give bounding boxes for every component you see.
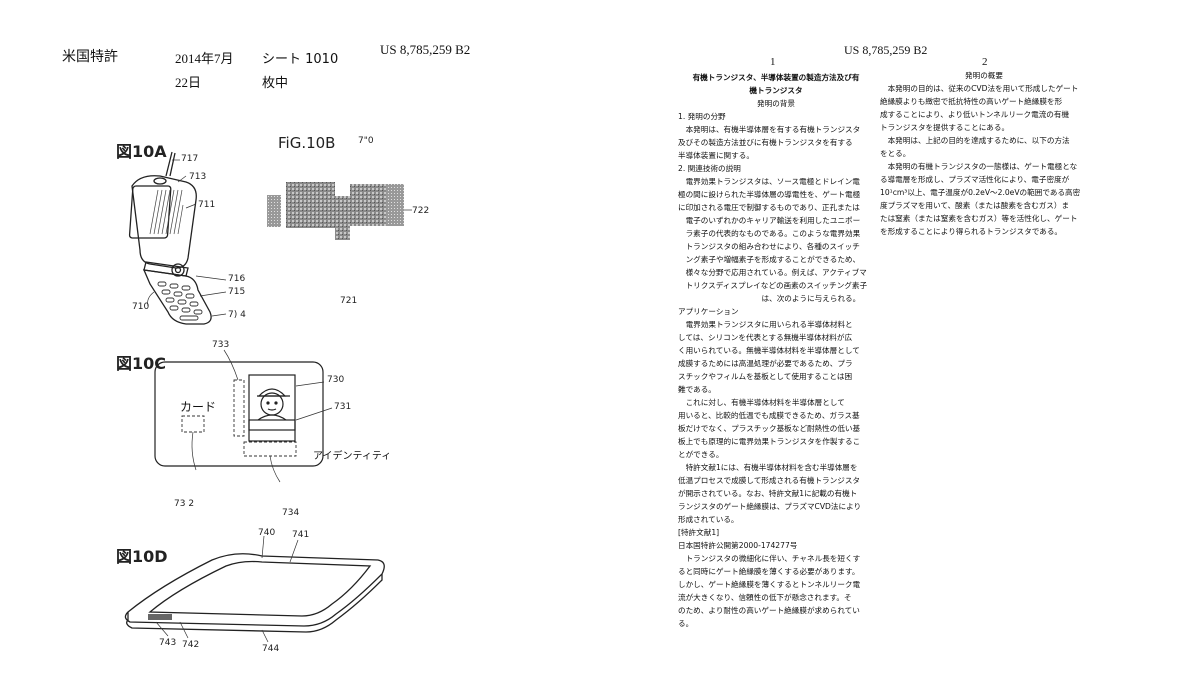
issue-date-line2: 22日 bbox=[175, 75, 202, 90]
patent-number-right: US 8,785,259 B2 bbox=[844, 43, 928, 57]
text-line: 日本国特許公開第2000-174277号 bbox=[678, 541, 798, 550]
text-line: トリクスディスプレイなどの画素のスイッチング素子 bbox=[678, 281, 868, 290]
text-line: トランジスタを提供することにある。 bbox=[880, 123, 1010, 132]
text-line: 2. 関連技術の説明 bbox=[678, 164, 741, 173]
text-line: 本発明は、有機半導体層を有する有機トランジスタ bbox=[678, 125, 861, 134]
text-line: は、次のように与えられる。 bbox=[678, 294, 861, 303]
fig10b-ref-722: 722 bbox=[412, 206, 430, 216]
text-line: [特許文献1] bbox=[678, 528, 720, 537]
text-line: 成することにより、より低いトンネルリーク電流の有機 bbox=[880, 110, 1070, 119]
text-line: 絶縁膜よりも緻密で抵抗特性の高いゲート絶縁膜を形 bbox=[880, 97, 1063, 106]
text-line: 板だけでなく、プラスチック基板など耐熱性の低い基 bbox=[678, 424, 861, 433]
text-line: 形成されている。 bbox=[678, 515, 739, 524]
text-line: 流が大きくなり、信頼性の低下が懸念されます。そ bbox=[678, 593, 852, 602]
fig10d-ref-741: 741 bbox=[292, 530, 310, 540]
fig10b-label: FiG.10B bbox=[278, 134, 336, 152]
text-line: る。 bbox=[678, 619, 694, 628]
text-line: ング素子や増幅素子を形成することができるため、 bbox=[678, 255, 861, 264]
text-line: トランジスタの組み合わせにより、各種のスイッチ bbox=[678, 242, 860, 251]
text-line: 低温プロセスで成膜して形成される有機トランジスタ bbox=[678, 476, 861, 485]
fig10a-ref-714: 7) 4 bbox=[228, 310, 246, 320]
fig10c-ref-733: 733 bbox=[212, 340, 230, 350]
fig10c-label: 図10C bbox=[116, 354, 167, 373]
fig10a-ref-717: 717 bbox=[181, 154, 199, 164]
text-line: 電界効果トランジスタは、ソース電極とドレイン電 bbox=[678, 177, 860, 186]
text-line: 板上でも原理的に電界効果トランジスタを作製するこ bbox=[678, 437, 861, 446]
text-line: をとる。 bbox=[880, 149, 911, 158]
fig10d-ref-742: 742 bbox=[182, 640, 200, 650]
text-line: を形成することにより得られるトランジスタである。 bbox=[880, 227, 1063, 236]
text-line: アプリケーション bbox=[678, 307, 739, 316]
text-column-1: 有機トランジスタ、半導体装置の製造方法及び有機トランジスタ発明の背景 1. 発明の… bbox=[678, 71, 874, 630]
fig10d-ref-744: 744 bbox=[262, 644, 280, 654]
fig10c-ref-734: 734 bbox=[282, 508, 300, 518]
text-line: 機トランジスタ bbox=[749, 86, 803, 95]
text-line: スチックやフィルムを基板として使用することは困 bbox=[678, 372, 853, 381]
fig10a-ref-713: 713 bbox=[189, 172, 207, 182]
text-line: 1. 発明の分野 bbox=[678, 112, 726, 121]
text-line: 有機トランジスタ、半導体装置の製造方法及び有 bbox=[692, 73, 860, 82]
text-line: ランジスタのゲート絶縁膜は、プラズマCVD法により bbox=[678, 502, 862, 511]
text-line: 度プラズマを用いて、酸素（または酸素を含むガス）ま bbox=[880, 201, 1070, 210]
text-column-2: 発明の概要 本発明の目的は、従来のCVD法を用いて形成したゲート絶縁膜よりも緻密… bbox=[880, 69, 1088, 238]
sheet-number-line1: シート 1010 bbox=[262, 52, 339, 67]
fig10c-ref-731: 731 bbox=[334, 402, 352, 412]
text-line: 発明の概要 bbox=[965, 71, 1003, 80]
fig10a-label: 図10A bbox=[116, 142, 167, 161]
text-line: 本発明の目的は、従来のCVD法を用いて形成したゲート bbox=[880, 84, 1079, 93]
text-line: しては、シリコンを代表とする無機半導体材料が広 bbox=[678, 333, 853, 342]
sheet-number-line2: 枚中 bbox=[262, 76, 289, 91]
text-line: 難である。 bbox=[678, 385, 716, 394]
text-line: 様々な分野で応用されている。例えば、アクティブマ bbox=[678, 268, 867, 277]
text-line: たは窒素（または窒素を含むガス）等を活性化し、ゲート bbox=[880, 214, 1078, 223]
fig10a-ref-716: 716 bbox=[228, 274, 246, 284]
text-line: 用いると、比較的低温でも成膜できるため、ガラス基 bbox=[678, 411, 860, 420]
text-line: これに対し、有機半導体材料を半導体層として bbox=[678, 398, 845, 407]
issue-date-line1: 2014年7月 bbox=[175, 51, 234, 66]
fig10c-card-text: カード bbox=[180, 400, 217, 414]
patent-number-left: US 8,785,259 B2 bbox=[380, 42, 471, 57]
text-line: 特許文献1には、有機半導体材料を含む半導体層を bbox=[678, 463, 858, 472]
text-line: 及びその製造方法並びに有機トランジスタを有する bbox=[678, 138, 853, 147]
text-line: が開示されている。なお、特許文献1に記載の有機ト bbox=[678, 489, 858, 498]
text-line: ると同時にゲート絶縁膜を薄くする必要があります。 bbox=[678, 567, 860, 576]
fig10a-ref-710: 710 bbox=[132, 302, 150, 312]
text-line: 電子のいずれかのキャリア輸送を利用したユニポー bbox=[678, 216, 861, 225]
text-line: 成膜するためには高温処理が必要であるため、プラ bbox=[678, 359, 853, 368]
fig10d-label: 図10D bbox=[116, 547, 168, 566]
text-line: 電界効果トランジスタに用いられる半導体材料と bbox=[678, 320, 853, 329]
text-line: 本発明は、上記の目的を達成するために、以下の方法 bbox=[880, 136, 1070, 145]
text-line: 発明の背景 bbox=[757, 99, 795, 108]
text-line: ラ素子の代表的なものである。このような電界効果 bbox=[678, 229, 861, 238]
column-number-1: 1 bbox=[770, 56, 776, 68]
fig10a-ref-715: 715 bbox=[228, 287, 246, 297]
text-line: に印加される電圧で制御するものであり、正孔または bbox=[678, 203, 860, 212]
text-line: く用いられている。無機半導体材料を半導体層として bbox=[678, 346, 860, 355]
fig10b-ref-721: 721 bbox=[340, 296, 358, 306]
fig10c-ref-732: 73 2 bbox=[174, 499, 195, 509]
fig10c-ref-730: 730 bbox=[327, 375, 345, 385]
text-line: トランジスタの微細化に伴い、チャネル長を短くす bbox=[678, 554, 861, 563]
column-number-2: 2 bbox=[982, 56, 988, 68]
text-line: 半導体装置に関する。 bbox=[678, 151, 754, 160]
fig10a-ref-711: 711 bbox=[198, 200, 216, 210]
text-line: のため、より耐性の高いゲート絶縁膜が求められてい bbox=[678, 606, 860, 615]
text-line: 10¹cm³以上、電子温度が0.2eV～2.0eVの範囲である高密 bbox=[880, 188, 1081, 197]
fig10c-identity-text: アイデンティティ bbox=[313, 451, 392, 462]
text-line: 極の間に設けられた半導体層の導電性を、ゲート電極 bbox=[678, 190, 861, 199]
fig10d-ref-740: 740 bbox=[258, 528, 276, 538]
text-line: 本発明の有機トランジスタの一態様は、ゲート電極とな bbox=[880, 162, 1078, 171]
text-line: とができる。 bbox=[678, 450, 724, 459]
fig10b-ref-720: 7"0 bbox=[358, 136, 374, 146]
text-line: しかし、ゲート絶縁膜を薄くするとトンネルリーク電 bbox=[678, 580, 861, 589]
patent-country: 米国特許 bbox=[62, 49, 118, 65]
fig10d-ref-743: 743 bbox=[159, 638, 177, 648]
text-line: る導電層を形成し、プラズマ活性化により、電子密度が bbox=[880, 175, 1070, 184]
